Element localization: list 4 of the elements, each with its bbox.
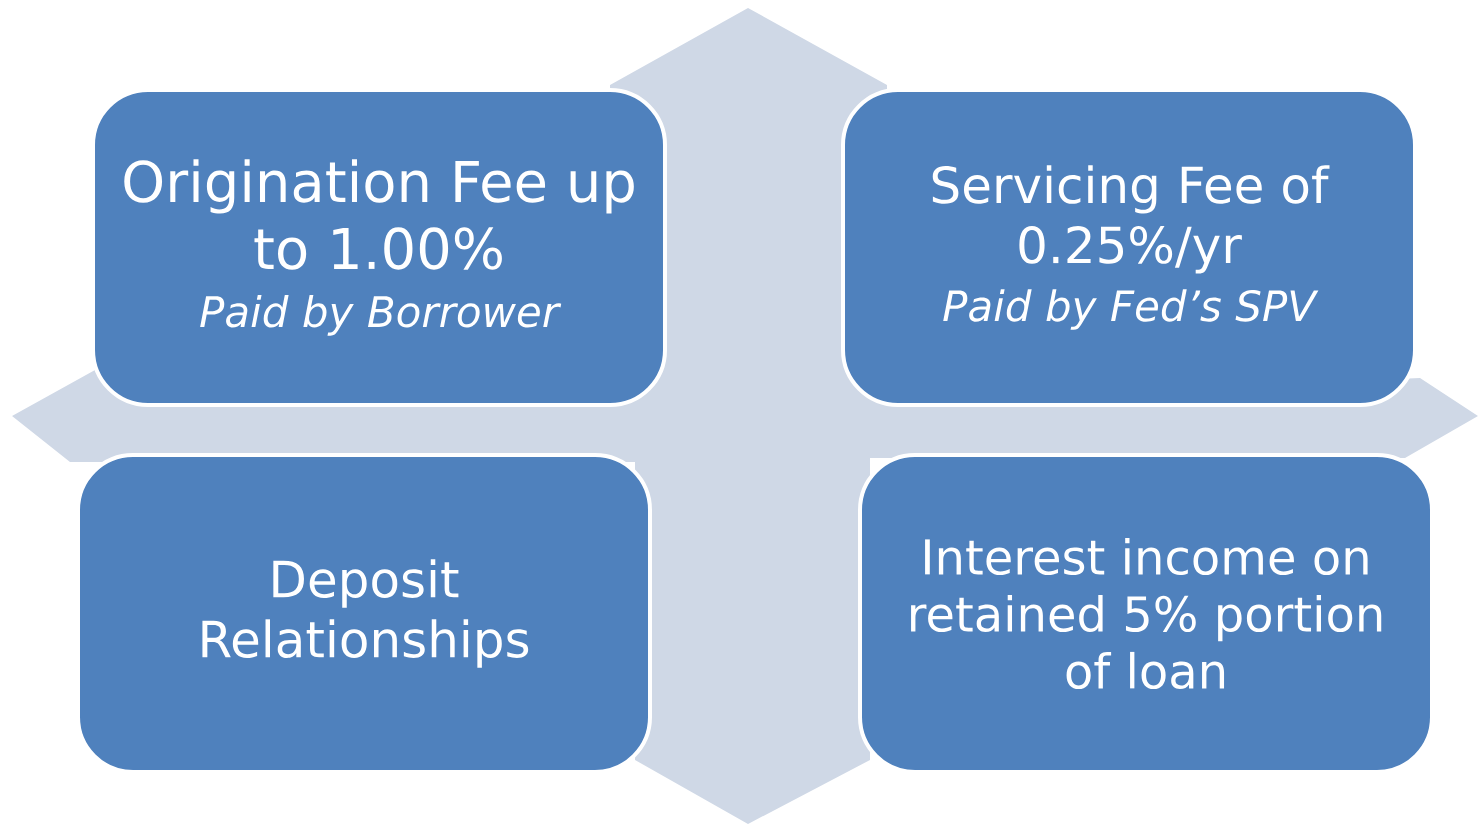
text-box: Deposit Relationships xyxy=(76,453,652,774)
text-box: Interest income on retained 5% portion of loan xyxy=(858,453,1434,774)
text-box: Origination Fee up to 1.00% Paid by Borrower xyxy=(91,88,667,407)
text-box: Servicing Fee of 0.25%/yr Paid by Fed’s SPV xyxy=(841,88,1417,407)
